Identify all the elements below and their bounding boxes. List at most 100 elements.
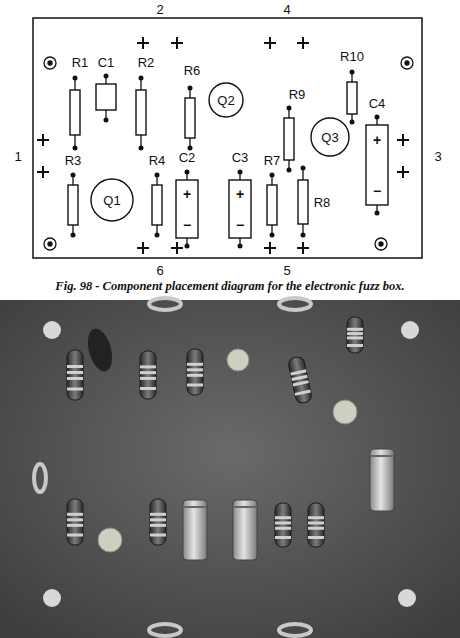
capacitor-symbol: [96, 84, 116, 110]
pad-cross: [37, 37, 409, 254]
capacitor-symbol: [229, 180, 251, 238]
lead-dot: [350, 70, 355, 75]
part-label: R10: [340, 50, 364, 63]
part-label: C4: [369, 97, 386, 110]
board-photo: [140, 371, 156, 374]
pad-cross: [37, 134, 49, 178]
lead-dot: [185, 244, 190, 249]
board-photo: [150, 499, 166, 545]
resistor-symbol: [347, 82, 357, 114]
mounting-hole: [379, 242, 383, 246]
mounting-hole: [44, 57, 56, 69]
board-photo: [308, 527, 324, 530]
board-photo: [183, 449, 394, 560]
board-photo: [67, 371, 83, 374]
board-photo: [67, 350, 83, 400]
terminal-number: 1: [14, 150, 21, 163]
board-photo: [308, 516, 324, 519]
board-photo: [67, 317, 363, 547]
polarity-mark: −: [373, 184, 381, 198]
board-photo: [183, 500, 207, 560]
mounting-hole: [48, 61, 52, 65]
board-photo: [67, 513, 83, 516]
terminal-number: 5: [283, 264, 290, 277]
lead-dot: [71, 173, 76, 178]
polarity-mark: +: [183, 187, 191, 201]
transistor-circle: [311, 118, 349, 156]
lead-dot: [155, 173, 160, 178]
board-photo: [150, 524, 166, 527]
capacitor-symbol: [176, 180, 198, 238]
board-photo: [275, 521, 291, 524]
lead-dot: [73, 146, 78, 151]
board-photo: [279, 624, 311, 636]
board-photo: [43, 321, 61, 339]
part-label: R7: [264, 154, 281, 167]
resistor-symbol: [68, 82, 357, 225]
resistor-symbol: [136, 90, 146, 135]
part-label: R6: [184, 64, 201, 77]
board-photo: [150, 499, 166, 545]
board-photo: [187, 368, 203, 371]
lead-dot: [71, 70, 380, 249]
board-photo: [0, 298, 460, 638]
board-photo: [150, 518, 166, 521]
board-photo: [401, 321, 419, 339]
board-photo: [279, 298, 311, 310]
lead-dot: [155, 233, 160, 238]
board-photo: [370, 449, 394, 511]
board-photo: [149, 298, 181, 310]
part-label: R2: [138, 56, 155, 69]
terminal-number: 6: [156, 264, 163, 277]
board-photo: [67, 499, 83, 545]
polarity-mark: −: [236, 218, 244, 232]
figure-caption: Fig. 98 - Component placement diagram fo…: [8, 279, 452, 294]
board-photo: [140, 387, 156, 390]
resistor-symbol: [185, 98, 195, 138]
polarity-mark: +: [236, 187, 244, 201]
mounting-hole: [375, 238, 387, 250]
board-photo: [275, 503, 291, 547]
board-photo: [140, 377, 156, 380]
resistor-symbol: [152, 185, 162, 225]
board-photo: [34, 298, 311, 636]
pad-cross: [264, 242, 309, 254]
board-photo: [290, 369, 306, 375]
part-label: C2: [179, 151, 196, 164]
capacitor-symbol: [366, 125, 388, 205]
board-photo: [98, 349, 357, 552]
board-photo: [150, 513, 166, 516]
board-photo: [67, 524, 83, 527]
lead-dot: [104, 74, 109, 79]
lead-dot: [350, 120, 355, 125]
board-photo: [233, 506, 257, 508]
board-photo: [275, 516, 291, 519]
part-label: R8: [314, 196, 331, 209]
board-photo: [398, 589, 416, 607]
board-photo: [187, 349, 203, 395]
part-label: C1: [98, 56, 115, 69]
resistor-symbol: [68, 185, 78, 225]
board-outline: [33, 18, 422, 258]
mounting-hole: [401, 57, 413, 69]
board-photo: [140, 365, 156, 368]
board-photo: [308, 521, 324, 524]
board-photo: [183, 506, 207, 508]
pad-cross: [137, 242, 183, 254]
lead-dot: [301, 166, 306, 171]
board-photo: [308, 503, 324, 547]
board-photo: [43, 589, 61, 607]
board-photo: [187, 384, 203, 387]
mounting-hole: [405, 61, 409, 65]
board-photo: [347, 317, 363, 353]
board-photo: [287, 356, 312, 404]
board-photo: [293, 380, 309, 386]
transistor-outline: Q1: [90, 178, 134, 222]
lead-dot: [238, 170, 243, 175]
board-photo: [347, 344, 363, 347]
pad-cross: [264, 37, 309, 49]
lead-dot: [238, 244, 243, 249]
lead-dot: [139, 146, 144, 151]
mounting-hole: [44, 238, 56, 250]
board-outline: [33, 18, 422, 258]
